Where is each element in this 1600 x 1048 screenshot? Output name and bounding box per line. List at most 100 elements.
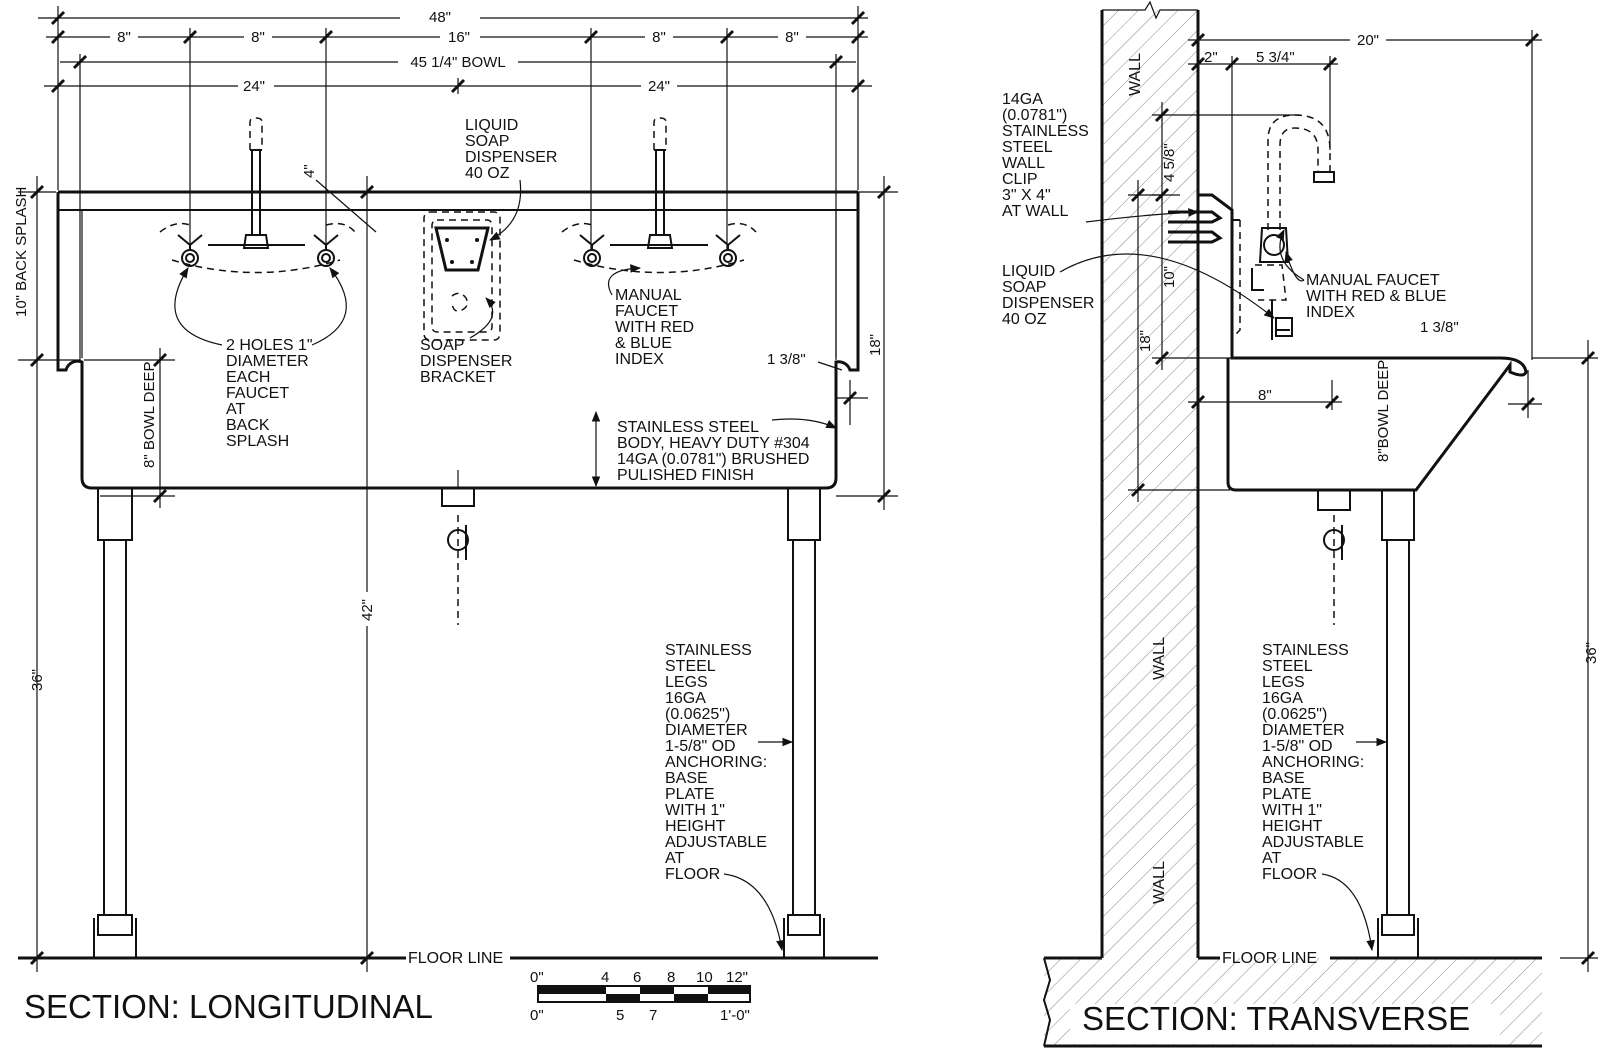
scale-bottom-0: 0"	[530, 1007, 544, 1024]
dim-half-right: 24"	[648, 78, 670, 95]
sink-profile	[1168, 193, 1528, 511]
scale-top-4: 10	[696, 969, 713, 986]
note-faucet-2: WITH RED	[615, 319, 694, 336]
note-legs-t-12: ADJUSTABLE	[1262, 834, 1364, 851]
note-legs-3: 16GA	[665, 690, 706, 707]
dim-bowl: 45 1/4" BOWL	[410, 54, 505, 71]
note-legs-9: PLATE	[665, 786, 715, 803]
dim-rim-transverse: 1 3/8"	[1420, 319, 1459, 336]
note-faucet-t-2: INDEX	[1306, 304, 1355, 321]
scale-top-0: 0"	[530, 969, 544, 986]
left-hot-handle	[181, 249, 199, 267]
note-legs-5: DIAMETER	[665, 722, 748, 739]
dim-half-left: 24"	[243, 78, 265, 95]
note-legs-t-14: FLOOR	[1262, 866, 1317, 883]
note-legs-t-3: 16GA	[1262, 690, 1303, 707]
dim-splash-offset: 4"	[301, 164, 318, 178]
dim-depth-20: 20"	[1357, 32, 1379, 49]
dim-spacing-8a: 8"	[117, 29, 131, 46]
scale-top-2: 6	[633, 969, 641, 986]
soap-note-transverse: LIQUID SOAP DISPENSER 40 OZ	[1002, 253, 1275, 328]
title-transverse: SECTION: TRANSVERSE	[1082, 1000, 1470, 1037]
note-bracket-0: SOAP	[420, 337, 464, 354]
note-holes-3: FAUCET	[226, 385, 289, 402]
note-legs-11: HEIGHT	[665, 818, 726, 835]
dim-height-18: 18"	[867, 334, 884, 356]
centerline-transverse	[1323, 515, 1345, 625]
holes-note: 2 HOLES 1" DIAMETER EACH FAUCET AT BACK …	[174, 267, 347, 450]
note-legs-t-5: DIAMETER	[1262, 722, 1345, 739]
centerline	[447, 515, 469, 625]
dim-height-10: 10"	[1161, 266, 1178, 288]
dim-height-42: 42"	[359, 599, 376, 621]
vertical-dimensions: 10" BACK SPLASH 36" 42" 18"	[13, 176, 898, 972]
dim-height-36: 36"	[29, 669, 46, 691]
dim-offset-534: 5 3/4"	[1256, 49, 1295, 66]
longitudinal-notes: 4" LIQUID SOAP DISPENSER 40 OZ 2 HOLES 1…	[141, 117, 843, 952]
note-soap-t-1: SOAP	[1002, 279, 1046, 296]
note-holes-2: EACH	[226, 369, 270, 386]
note-clip-6: 3" X 4"	[1002, 187, 1051, 204]
note-legs-4: (0.0625")	[665, 706, 730, 723]
note-soap-2: DISPENSER	[465, 149, 557, 166]
note-legs-14: FLOOR	[665, 866, 720, 883]
wall-label-top: WALL	[1127, 53, 1144, 96]
dim-bowl-8: 8"	[1258, 387, 1272, 404]
note-legs-t-11: HEIGHT	[1262, 818, 1323, 835]
note-holes-5: BACK	[226, 417, 270, 434]
dim-height-458: 4 5/8"	[1161, 143, 1178, 182]
note-legs-12: ADJUSTABLE	[665, 834, 767, 851]
wall-label-middle: WALL	[1151, 637, 1168, 680]
note-clip-2: STAINLESS	[1002, 123, 1089, 140]
note-faucet-0: MANUAL	[615, 287, 682, 304]
note-clip-3: STEEL	[1002, 139, 1053, 156]
top-dimensions: 48" 8" 8" 16" 8" 8"	[38, 6, 872, 360]
note-clip-0: 14GA	[1002, 91, 1043, 108]
transverse-dimensions: 20" 2" 5 3/4" 4 5/8" 10" 18"	[1128, 30, 1600, 972]
scale-top-5: 12"	[726, 969, 748, 986]
faucets	[159, 117, 757, 274]
legs-transverse	[1377, 490, 1419, 958]
dim-overall: 48"	[429, 9, 451, 26]
scale-bottom-2: 7	[649, 1007, 657, 1024]
dim-bowl-deep-transverse: 8"BOWL DEEP	[1375, 360, 1392, 462]
note-legs-8: BASE	[665, 770, 708, 787]
floor: FLOOR LINE	[18, 950, 878, 967]
note-soap-0: LIQUID	[465, 117, 518, 134]
scale-top-3: 8	[667, 969, 675, 986]
dim-offset-2: 2"	[1204, 49, 1218, 66]
faucet-note: MANUAL FAUCET WITH RED & BLUE INDEX	[607, 264, 694, 368]
note-soap-t-0: LIQUID	[1002, 263, 1055, 280]
scale-bottom-3: 1'-0"	[720, 1007, 750, 1024]
dim-bowl-deep-left: 8" BOWL DEEP	[141, 362, 158, 468]
note-legs-10: WITH 1"	[665, 802, 725, 819]
note-legs-t-6: 1-5/8" OD	[1262, 738, 1333, 755]
note-legs-1: STEEL	[665, 658, 716, 675]
dim-spacing-16: 16"	[448, 29, 470, 46]
note-legs-0: STAINLESS	[665, 642, 752, 659]
note-holes-0: 2 HOLES 1"	[226, 337, 313, 354]
note-bracket-1: DISPENSER	[420, 353, 512, 370]
note-legs-6: 1-5/8" OD	[665, 738, 736, 755]
transverse-notes: 14GA (0.0781") STAINLESS STEEL WALL CLIP…	[1002, 91, 1446, 952]
title-longitudinal: SECTION: LONGITUDINAL	[24, 988, 433, 1025]
floor-line-label: FLOOR LINE	[408, 950, 503, 967]
wall: WALL WALL WALL	[1042, 0, 1542, 1048]
note-body-0: STAINLESS STEEL	[617, 419, 759, 436]
note-holes-4: AT	[226, 401, 245, 418]
wall-label-bottom: WALL	[1151, 861, 1168, 904]
note-body-3: PULISHED FINISH	[617, 467, 754, 484]
note-clip-5: CLIP	[1002, 171, 1038, 188]
scale-bar: 0" 4 6 8 10 12" 0" 5 7 1'-0"	[530, 969, 751, 1024]
note-legs-t-9: PLATE	[1262, 786, 1312, 803]
note-bracket-2: BRACKET	[420, 369, 496, 386]
body-note: STAINLESS STEEL BODY, HEAVY DUTY #304 14…	[591, 410, 837, 488]
note-faucet-4: INDEX	[615, 351, 664, 368]
note-faucet-1: FAUCET	[615, 303, 678, 320]
note-holes-1: DIAMETER	[226, 353, 309, 370]
note-clip-1: (0.0781")	[1002, 107, 1067, 124]
soap-dispenser	[423, 211, 501, 341]
note-soap-t-3: 40 OZ	[1002, 311, 1047, 328]
note-legs-t-4: (0.0625")	[1262, 706, 1327, 723]
note-legs-7: ANCHORING:	[665, 754, 767, 771]
